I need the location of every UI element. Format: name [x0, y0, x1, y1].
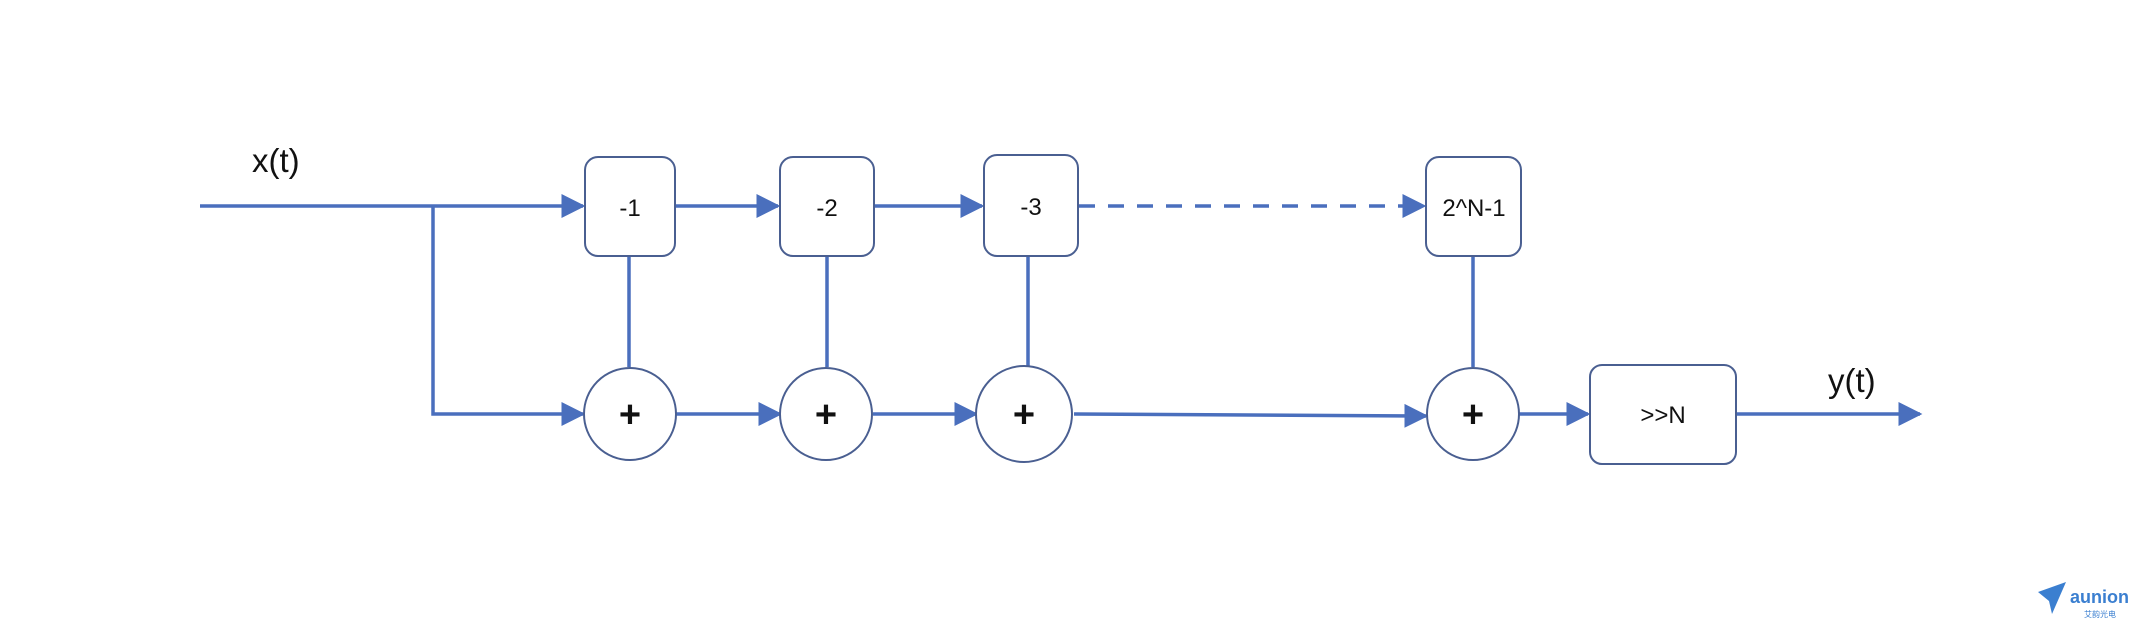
delay-block-3: -3 — [983, 154, 1079, 257]
watermark: aunion 艾韵光电 — [2038, 582, 2129, 619]
adder-3-to-adder-n-arrow — [1073, 403, 1429, 428]
adder-1: + — [583, 367, 677, 461]
output-label: y(t) — [1828, 362, 1876, 399]
adder-n: + — [1426, 367, 1520, 461]
adder-2: + — [779, 367, 873, 461]
input-to-adder-1-arrow — [431, 206, 586, 426]
delay-block-2: -2 — [779, 156, 875, 257]
wires — [200, 194, 1923, 428]
paper-plane-icon — [2038, 582, 2066, 614]
input-label: x(t) — [252, 142, 300, 179]
delay-3-label: -3 — [1020, 194, 1041, 221]
adder-3: + — [975, 365, 1073, 463]
shift-label: >>N — [1640, 402, 1685, 429]
shift-block: >>N — [1589, 364, 1737, 465]
watermark-sub: 艾韵光电 — [2084, 609, 2116, 619]
delay-2-label: -2 — [816, 195, 837, 222]
watermark-brand: aunion — [2070, 587, 2129, 607]
delay-n-label: 2^N-1 — [1442, 195, 1505, 222]
delay-block-1: -1 — [584, 156, 676, 257]
adder-n-symbol: + — [1462, 394, 1484, 436]
delay-block-n: 2^N-1 — [1425, 156, 1522, 257]
adder-2-symbol: + — [815, 394, 837, 436]
delay-1-label: -1 — [619, 195, 640, 222]
adder-3-symbol: + — [1013, 394, 1035, 436]
adder-1-symbol: + — [619, 394, 641, 436]
